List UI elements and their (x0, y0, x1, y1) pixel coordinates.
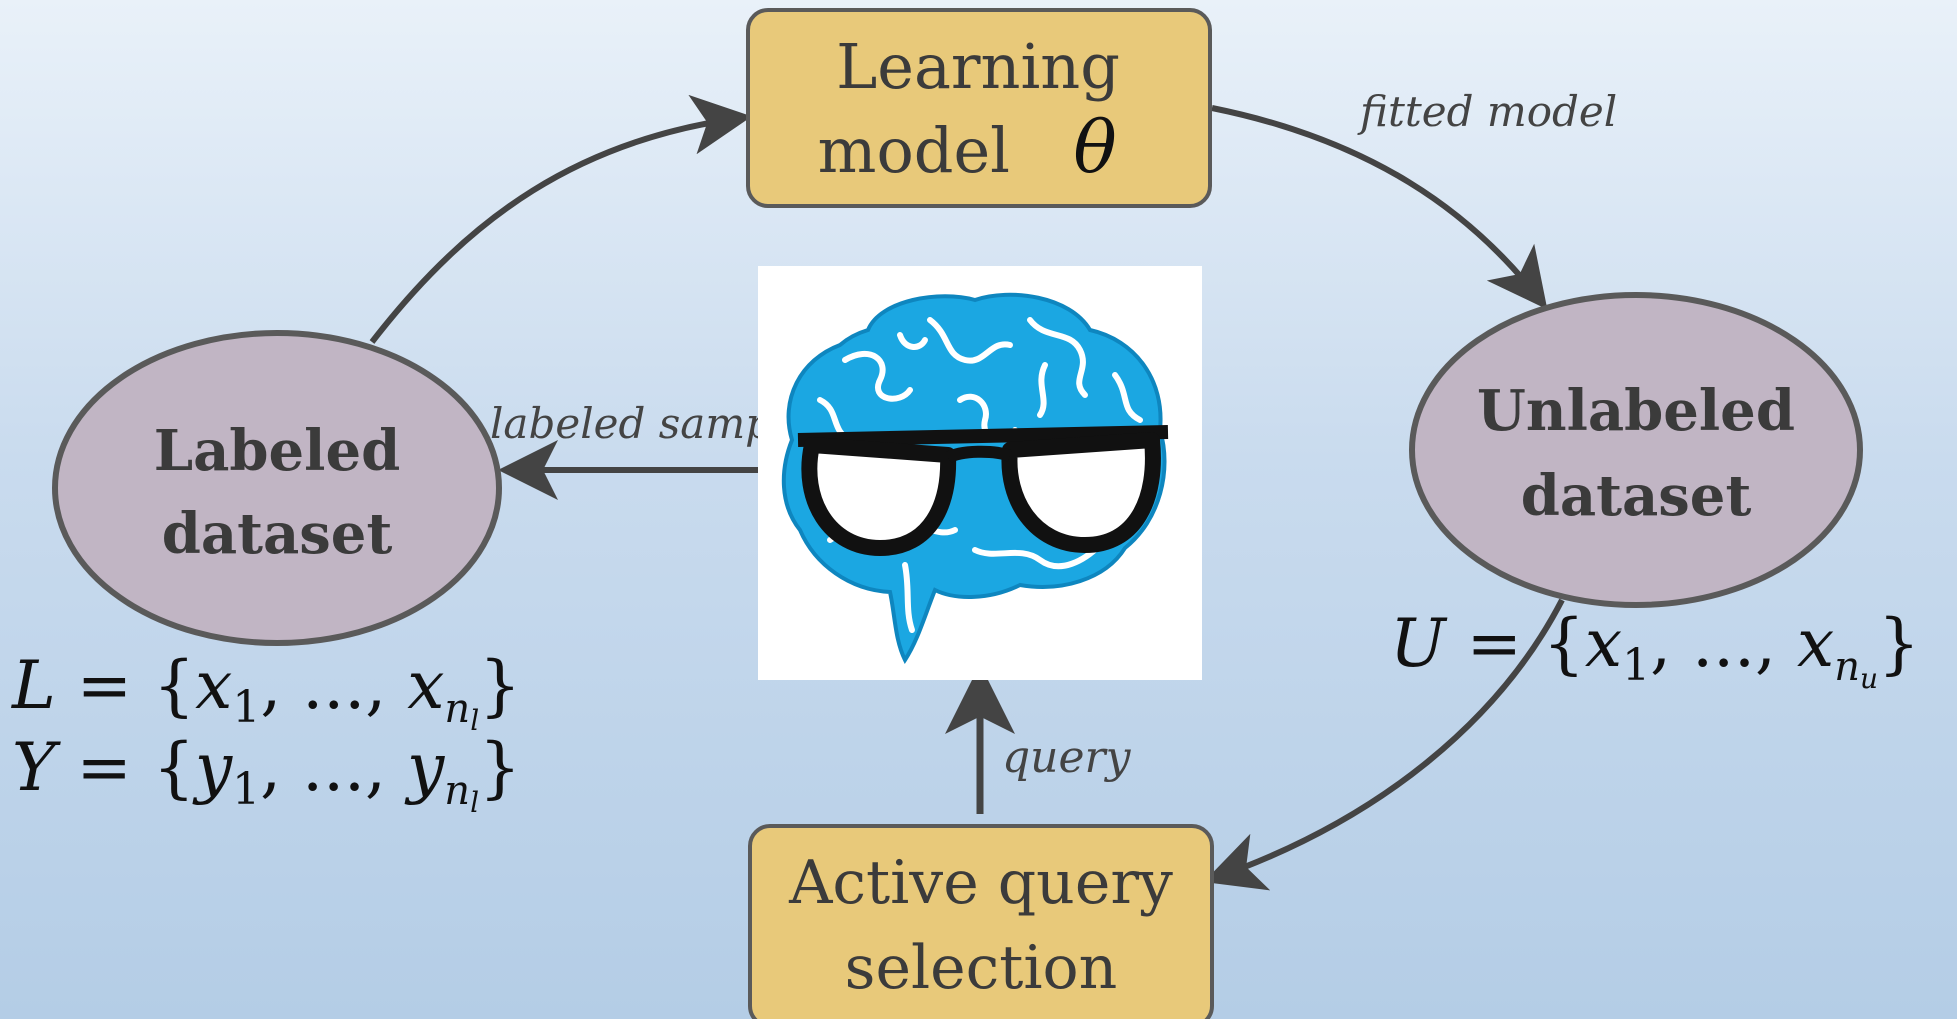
formula-L-sub-l: l (470, 704, 479, 737)
formula-U-sub-n: n (1834, 644, 1860, 690)
formula-Y-var1: y (192, 729, 233, 806)
labeled-dataset-label-line1: Labeled (154, 418, 401, 484)
unlabeled-dataset-label-line2: dataset (1521, 463, 1752, 529)
labeled-dataset-node: Labeled dataset (52, 330, 502, 646)
formula-Y-open: = { (56, 729, 195, 806)
edge-label-query: query (1002, 732, 1132, 783)
brain-with-glasses-image (758, 266, 1202, 680)
svg-text:U = {x1, ..., xnu}: U = {x1, ..., xnu} (1390, 605, 1920, 695)
active-query-label-line1: Active query (788, 848, 1173, 918)
formula-L-open: = { (56, 647, 195, 724)
unlabeled-dataset-label-line1: Unlabeled (1477, 378, 1795, 444)
formula-L-var1: x (195, 647, 232, 724)
formula-Y-sub1: 1 (232, 764, 260, 815)
formula-L: L = {x1, ..., xnl} (11, 647, 521, 737)
formula-U-var1: x (1585, 605, 1622, 682)
unlabeled-dataset-node: Unlabeled dataset (1409, 292, 1863, 608)
learning-model-node: Learning model θ (746, 8, 1212, 208)
formula-L-sub1: 1 (232, 682, 260, 733)
formula-Y-name: Y (12, 729, 61, 806)
active-query-label-line2: selection (845, 933, 1118, 1003)
formula-L-close: } (479, 647, 521, 724)
learning-model-label-line1: Learning (836, 30, 1120, 103)
formula-Y-sub-l: l (470, 786, 479, 819)
formula-U-close: } (1878, 605, 1920, 682)
formula-U-dots: , ..., (1650, 605, 1797, 682)
formula-Y-sub-n: n (444, 768, 470, 814)
formula-L-dots: , ..., (260, 647, 407, 724)
svg-text:L = {x1, ..., xnl}: L = {x1, ..., xnl} (11, 647, 521, 737)
formula-L-sub-n: n (444, 686, 470, 732)
formula-Y-close: } (479, 729, 521, 806)
labeled-dataset-label-line2: dataset (162, 501, 393, 567)
formula-U-name: U (1390, 605, 1448, 682)
formula-Y-var2: y (404, 729, 445, 806)
formula-Y: Y = {y1, ..., ynl} (12, 729, 521, 819)
formula-U: U = {x1, ..., xnu} (1390, 605, 1920, 695)
edge-label-fitted-model: fitted model (1357, 87, 1617, 136)
formula-U-var2: x (1797, 605, 1834, 682)
formula-U-sub1: 1 (1622, 640, 1650, 691)
formula-U-open: = { (1446, 605, 1585, 682)
learning-model-label-line2: model (818, 114, 1010, 187)
svg-text:Y = {y1, ..., ynl}: Y = {y1, ..., ynl} (12, 729, 521, 819)
formula-L-name: L (11, 647, 56, 724)
formula-L-var2: x (407, 647, 444, 724)
arrow-labeled-to-model (369, 94, 752, 344)
formula-Y-dots: , ..., (260, 729, 407, 806)
glasses-icon (797, 425, 1169, 556)
formula-U-sub-u: u (1860, 662, 1878, 695)
edge-label-labeled-sample: labeled sample (490, 399, 810, 448)
active-query-selection-node: Active query selection (748, 824, 1214, 1019)
arrow-unlabeled-to-query (1203, 598, 1565, 891)
theta-symbol: θ (1073, 105, 1116, 189)
arrow-model-to-unlabeled (1211, 105, 1548, 310)
